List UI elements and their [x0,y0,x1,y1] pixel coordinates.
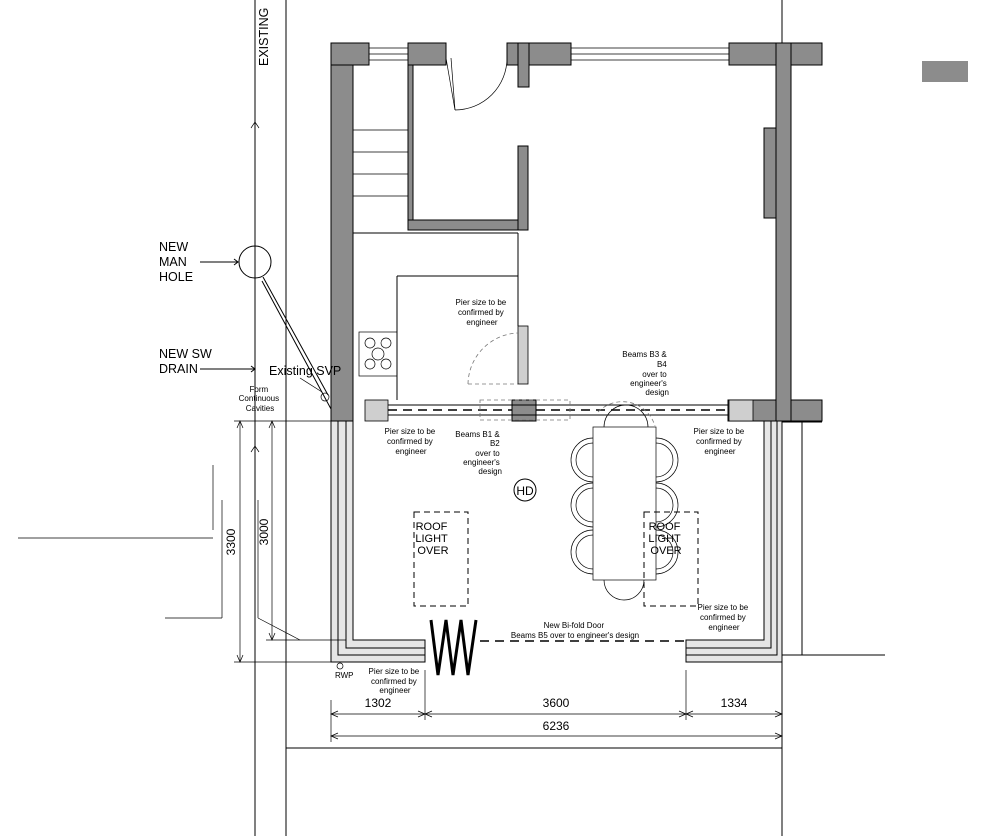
bifold-door [429,619,686,676]
dimension-1302: 1302 [365,696,392,710]
pier-note-bottom-left: Pier size to be confirmed by engineer [369,667,422,695]
dimension-lines [18,420,783,742]
chair-icon [570,404,679,601]
top-windows [369,47,729,61]
cavities-label: Form Continuous Cavities [239,385,282,413]
pier-note-bottom-right: Pier size to be confirmed by engineer [698,603,751,632]
kitchen-area [353,232,529,400]
existing-boundary-label: EXISTING [257,8,271,66]
pier-note-left: Pier size to be confirmed by engineer [385,427,438,456]
beams-b3-b4-note: Beams B3 & B4 over to engineer's design [622,350,669,397]
hd-symbol [513,478,537,502]
manhole-label: NEW MAN HOLE [159,240,193,284]
beams-b1-b2-note: Beams B1 & B2 over to engineer's design [455,430,502,476]
hd-label: HD [516,484,534,498]
dimension-1334: 1334 [721,696,748,710]
drainage [200,245,332,410]
staircase [353,129,408,197]
extension-walls [320,392,783,670]
existing-walls [330,42,968,422]
entrance-door [445,57,508,111]
rwp-label: RWP [335,671,354,680]
roof-light-left-label: ROOF LIGHT OVER [415,521,450,557]
grey-swatch [922,61,968,82]
dimension-3000: 3000 [257,518,271,545]
roof-light-right-label: ROOF LIGHT OVER [648,521,683,557]
pier-note-right: Pier size to be confirmed by engineer [694,427,747,456]
bifold-door-note: New Bi-fold Door Beams B5 over to engine… [511,621,639,640]
manhole-icon [238,245,272,279]
rear-opening-beams [364,399,754,427]
dimension-6236: 6236 [543,719,570,733]
hob-icon [364,337,392,370]
dimension-3300: 3300 [224,528,238,555]
roof-lights [413,511,699,607]
svp-label: Existing SVP [269,364,341,378]
dimension-3600: 3600 [543,696,570,710]
pier-note-top: Pier size to be confirmed by engineer [456,298,509,327]
dining-table [570,404,679,601]
sw-drain-label: NEW SW DRAIN [159,347,215,376]
